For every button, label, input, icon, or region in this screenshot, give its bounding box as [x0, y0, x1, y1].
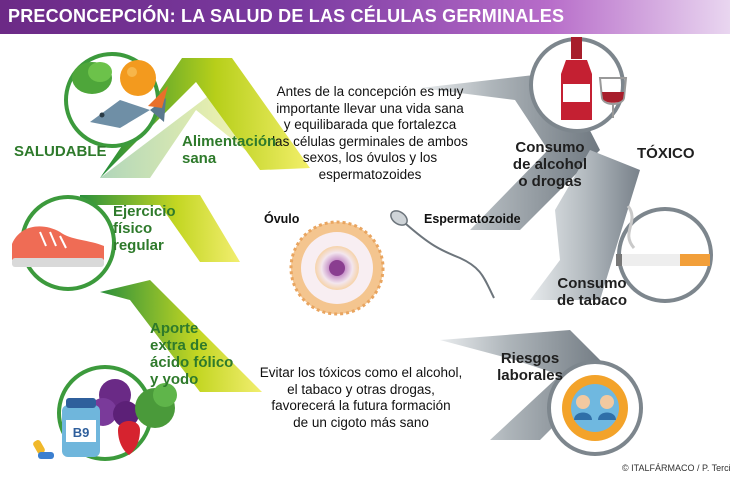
- healthy-label: SALUDABLE: [14, 143, 107, 160]
- folic-food-icon: B9: [33, 379, 177, 459]
- ribbon-band-1-lower: [100, 78, 310, 178]
- toxic-item-tobacco: Consumo de tabaco: [556, 275, 628, 309]
- ovum-illustration: [289, 220, 385, 316]
- cigarette-icon: [616, 205, 710, 266]
- sperm-label: Espermatozoide: [424, 212, 521, 226]
- healthy-item-food: Alimentación sana: [182, 133, 277, 167]
- food-icon: [72, 60, 168, 128]
- toxic-item-work: Riesgos laborales: [497, 350, 563, 384]
- toxic-item-alcohol: Consumo de alcohol o drogas: [512, 139, 588, 190]
- sneaker-icon: [12, 226, 104, 267]
- healthy-item-exercise: Ejercicio físico regular: [113, 203, 176, 254]
- credit: © ITALFÁRMACO / P. Terciado: [622, 463, 730, 473]
- gear-icon: [562, 375, 628, 441]
- vitamin-label: B9: [73, 425, 90, 440]
- left-ribbon: [80, 58, 310, 392]
- ribbon-band-5: [530, 150, 640, 300]
- intro-text: Antes de la concepción es muy importante…: [272, 84, 468, 182]
- ovum-label: Óvulo: [264, 212, 300, 226]
- header-banner: PRECONCEPCIÓN: LA SALUD DE LAS CÉLULAS G…: [0, 0, 730, 34]
- advice-text: Evitar los tóxicos como el alcohol, el t…: [259, 365, 463, 430]
- toxic-label: TÓXICO: [637, 145, 695, 162]
- sperm-illustration: [390, 210, 495, 299]
- ribbon-band-3: [100, 280, 262, 392]
- wine-bottle-icon: [561, 37, 628, 120]
- ribbon-band-2: [80, 195, 240, 262]
- healthy-item-folic: Aporte extra de ácido fólico y yodo: [150, 320, 234, 388]
- page-title: PRECONCEPCIÓN: LA SALUD DE LAS CÉLULAS G…: [8, 6, 565, 26]
